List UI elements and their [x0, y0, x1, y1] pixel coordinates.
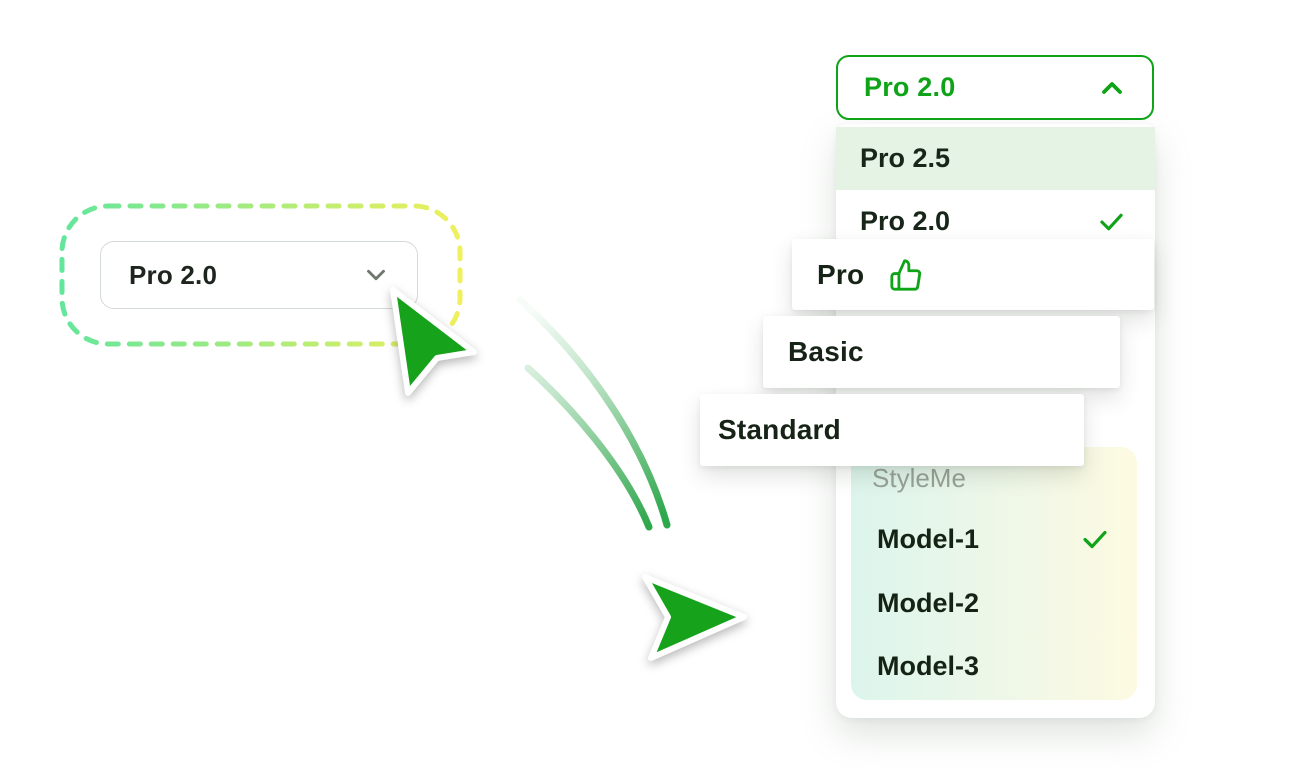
swoosh-arc — [488, 278, 688, 545]
option-label: Standard — [718, 414, 841, 445]
styleme-group-card: StyleMe Model-1 Model-2 Model-3 — [851, 447, 1137, 700]
option-pro-2-5[interactable]: Pro 2.5 — [836, 127, 1155, 190]
closed-select-value: Pro 2.0 — [129, 259, 218, 290]
group-title: StyleMe — [872, 463, 966, 493]
option-basic[interactable]: Basic — [763, 316, 1120, 388]
open-select-value: Pro 2.0 — [864, 72, 956, 102]
option-standard[interactable]: Standard — [700, 394, 1084, 466]
option-model-1[interactable]: Model-1 — [877, 519, 1109, 559]
option-label: Pro — [817, 258, 865, 290]
dashed-highlight — [58, 202, 464, 350]
option-label: Pro 2.0 — [860, 205, 951, 236]
check-icon — [1098, 208, 1125, 235]
option-label: Model-3 — [877, 650, 980, 681]
option-label: Basic — [788, 336, 864, 367]
chevron-up-icon — [1096, 72, 1128, 104]
arrowhead-icon — [630, 565, 760, 675]
option-model-2[interactable]: Model-2 — [877, 583, 1109, 623]
option-label: Model-2 — [877, 587, 980, 618]
closed-model-select[interactable]: Pro 2.0 — [100, 241, 418, 309]
option-label: Model-1 — [877, 523, 980, 554]
thumbs-up-icon — [889, 258, 923, 292]
option-model-3[interactable]: Model-3 — [877, 646, 1109, 686]
option-label: Pro 2.5 — [860, 143, 951, 173]
cursor-arrow-icon — [376, 272, 488, 409]
option-pro-2-0[interactable]: Pro 2.0 — [836, 190, 1155, 252]
chevron-down-icon — [361, 260, 391, 290]
open-model-select[interactable]: Pro 2.0 — [836, 55, 1154, 120]
option-pro[interactable]: Pro — [792, 239, 1154, 310]
check-icon — [1081, 525, 1109, 553]
